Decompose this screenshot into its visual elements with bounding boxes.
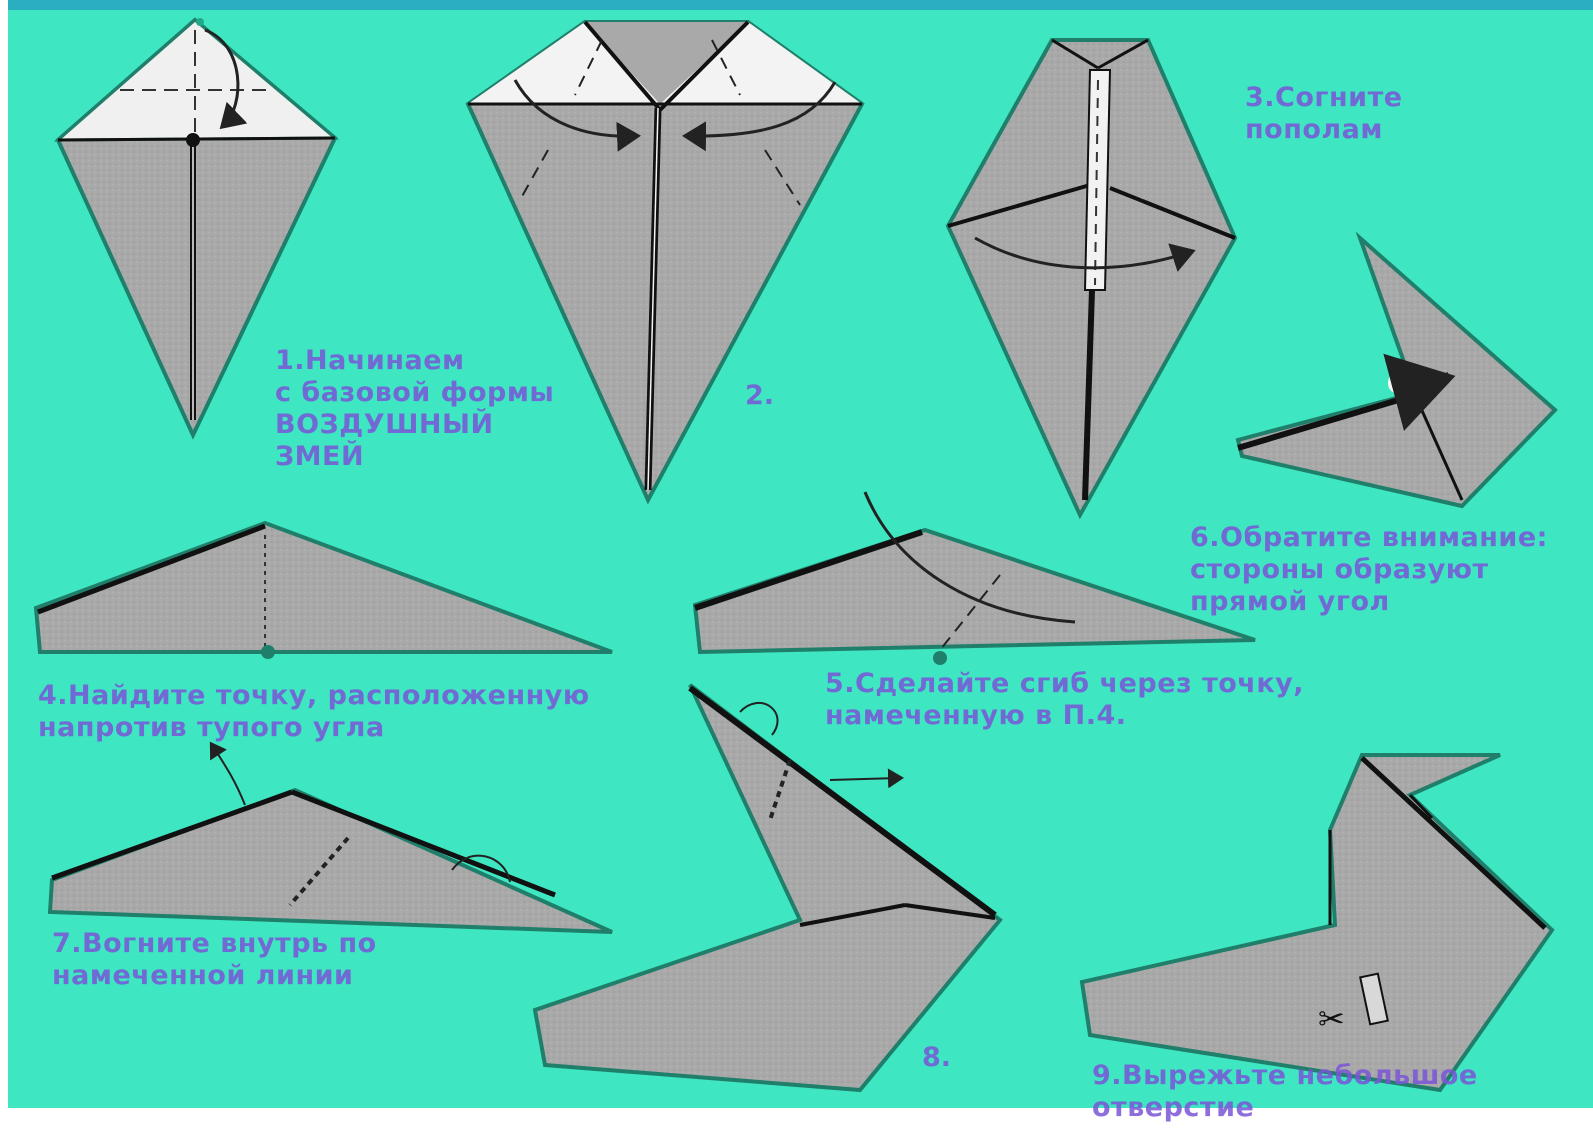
step-6-caption: 6.Обратите внимание: стороны образуют пр… xyxy=(1190,522,1548,618)
left-border xyxy=(0,0,8,1147)
step-8-caption: 8. xyxy=(922,1042,951,1073)
step-1-caption: 1.Начинаем с базовой формы ВОЗДУШНЫЙ ЗМЕ… xyxy=(275,345,554,473)
step-2-caption: 2. xyxy=(745,380,774,411)
step-9-caption: 9.Вырежьте небольшое отверстие xyxy=(1092,1060,1478,1124)
step-3-caption: 3.Согните пополам xyxy=(1245,82,1403,146)
step-5-caption: 5.Сделайте сгиб через точку, намеченную … xyxy=(825,668,1304,732)
step-4-caption: 4.Найдите точку, расположенную напротив … xyxy=(38,680,590,744)
scissors-icon: ✂ xyxy=(1318,1000,1345,1038)
header-strip xyxy=(0,0,1593,10)
step-7-caption: 7.Вогните внутрь по намеченной линии xyxy=(52,928,377,992)
